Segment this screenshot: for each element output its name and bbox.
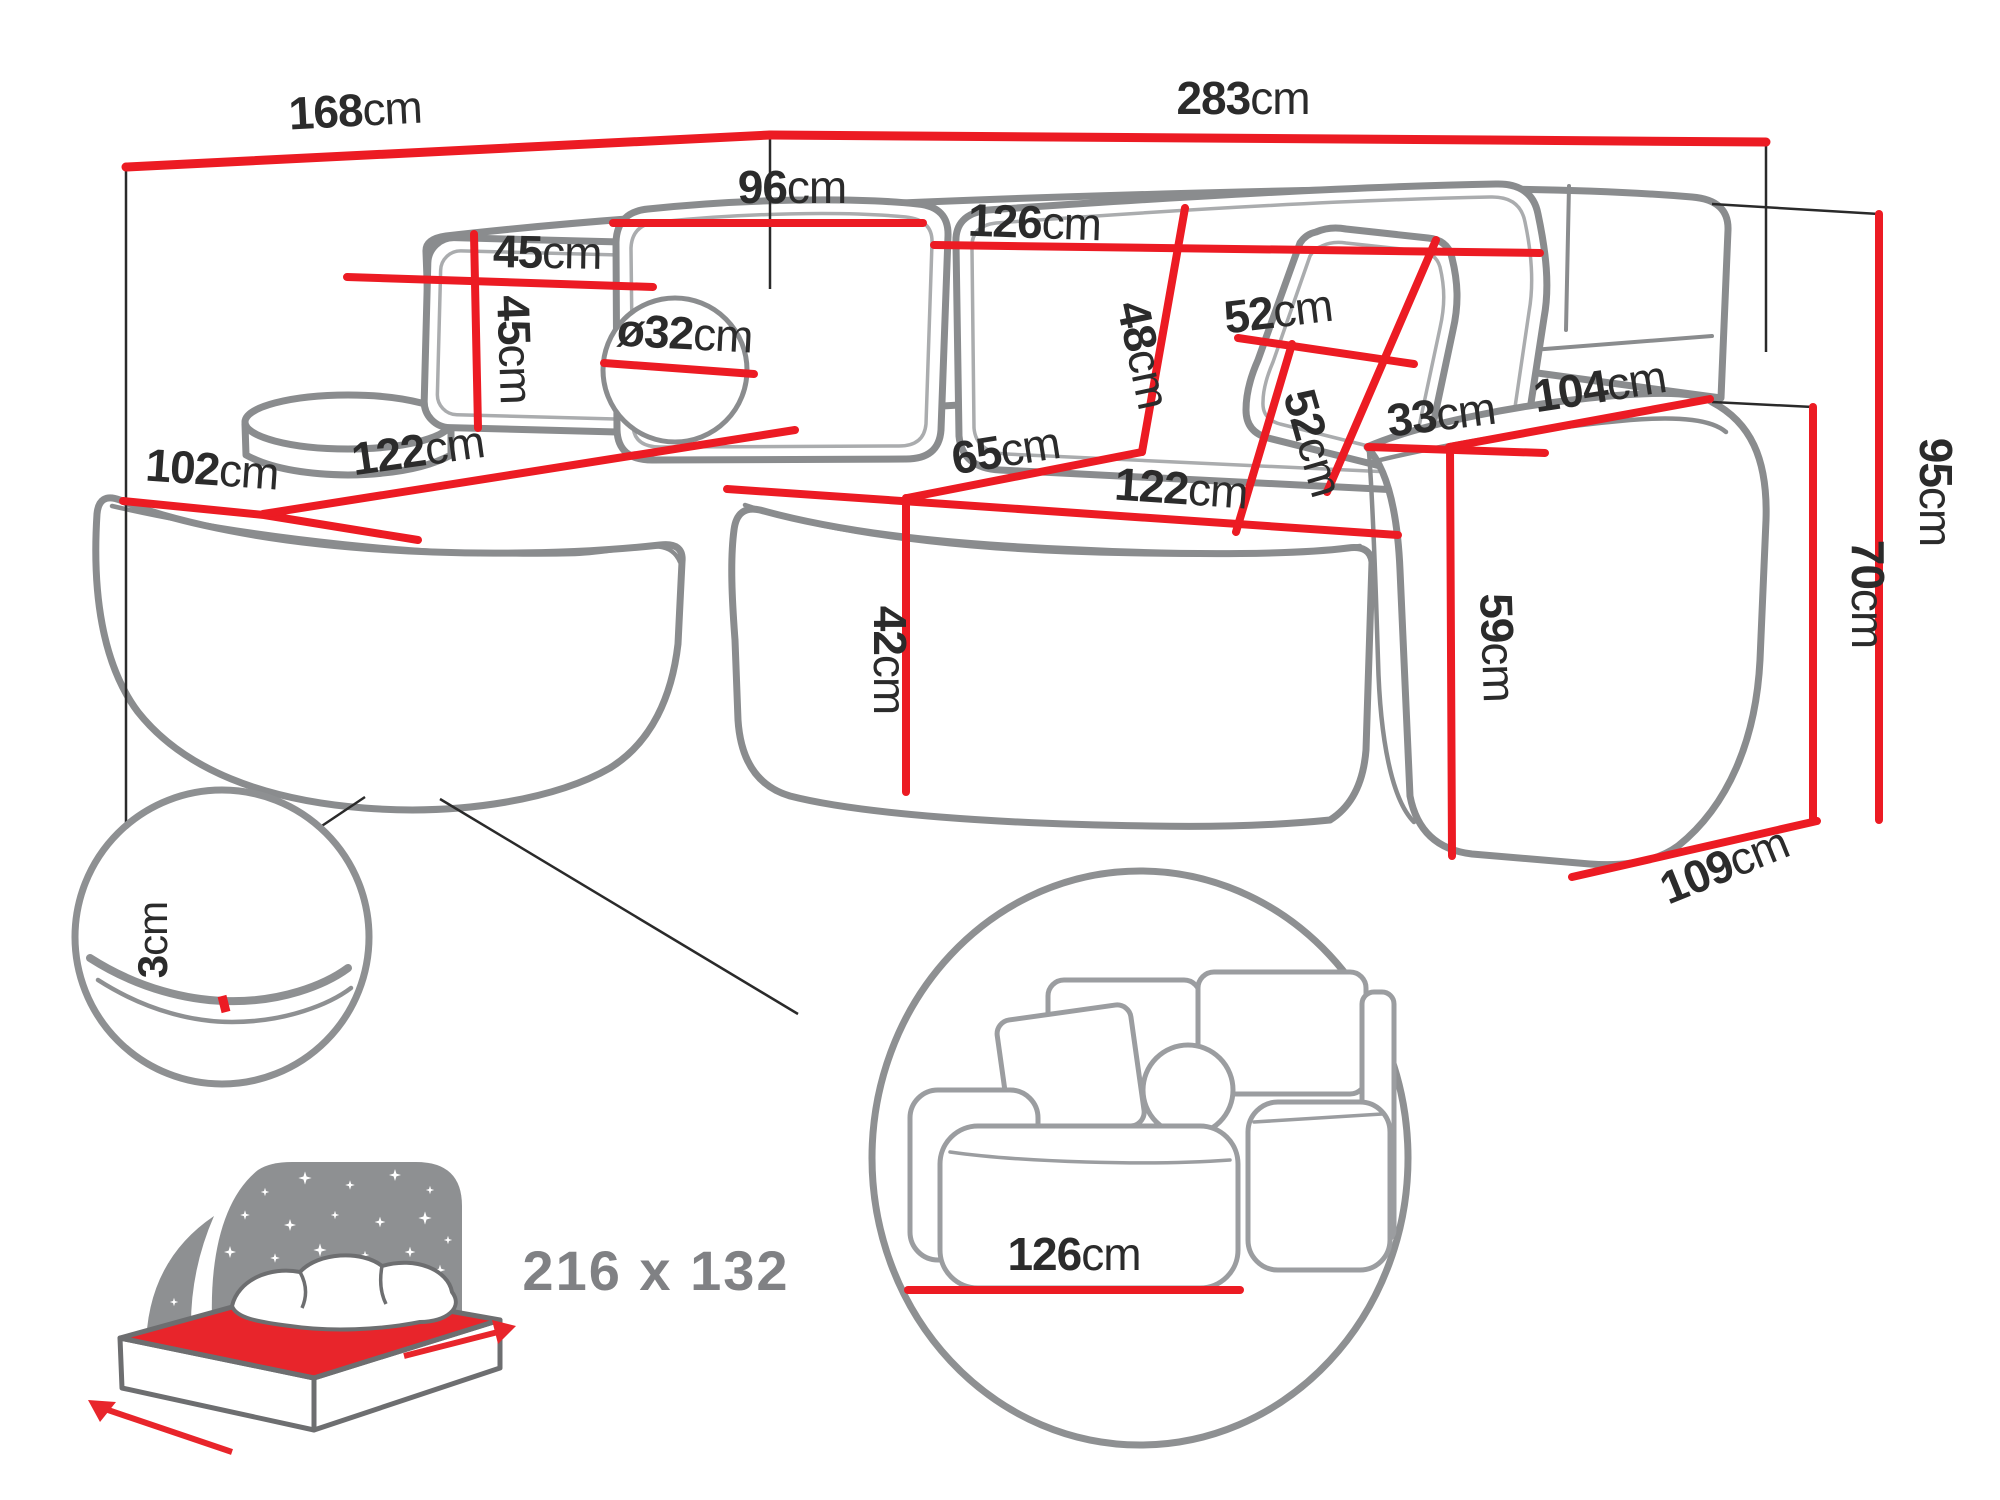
dim-line-109 [1568, 817, 1821, 881]
back-panel-bottom-seam [1530, 334, 1714, 352]
sleeping-function-icon [88, 1162, 516, 1455]
label-48cm: 48cm [1107, 296, 1180, 413]
label-122cm-chaise: 122cm [348, 415, 487, 485]
dim-line-52h [1232, 340, 1296, 536]
label-126cm: 126cm [967, 194, 1102, 251]
night-sky-swoosh [146, 1216, 214, 1350]
label-3cm: 3cm [129, 902, 176, 978]
dim-line-45w [343, 273, 657, 291]
label-o32cm: ø32cm [616, 304, 754, 363]
label-122cm-seat: 122cm [1113, 457, 1249, 518]
label-65cm: 65cm [948, 416, 1063, 484]
dim-line-45h [470, 230, 482, 432]
dim-line-126 [930, 241, 1544, 257]
dim-line-65 [903, 448, 1146, 502]
label-102cm: 102cm [144, 438, 280, 499]
sofa-detail-circle [868, 867, 1412, 1449]
label-59cm: 59cm [1470, 592, 1526, 702]
label-70cm: 70cm [1842, 540, 1894, 649]
label-104cm: 104cm [1530, 350, 1670, 422]
dim-line-104 [1445, 395, 1714, 451]
dim-line-283 [765, 130, 1771, 147]
dimension-lines [119, 130, 1883, 881]
label-33cm: 33cm [1384, 382, 1498, 447]
pouf [241, 391, 455, 479]
dim-line-122-chaise [259, 426, 799, 518]
seat-section [728, 502, 1376, 830]
sofa-drawing [92, 180, 1770, 869]
dimension-labels: 168cm 283cm 96cm 126cm 45cm 45cm ø32cm 1… [129, 72, 1962, 1302]
mini-round-cushion [1140, 1042, 1236, 1138]
label-283cm: 283cm [1176, 72, 1309, 124]
leader-to-sofa-detail [439, 797, 799, 1016]
seam-3cm-tick [217, 994, 231, 1014]
mini-seat [1245, 1099, 1393, 1273]
chaise-section [92, 494, 686, 814]
label-126cm-detail: 126cm [1007, 1228, 1140, 1280]
dim-line-32 [600, 359, 758, 378]
dim-line-168 [121, 130, 775, 172]
dim-line-122-seat [723, 485, 1402, 539]
label-sleeping-area: 216 x 132 [522, 1239, 789, 1302]
seam-detail-circle [71, 786, 373, 1088]
label-168cm: 168cm [287, 81, 423, 140]
dim-line-33 [1364, 443, 1549, 457]
label-95cm: 95cm [1910, 438, 1962, 547]
dim-line-pillow-edge [1323, 236, 1440, 496]
label-45cm-height: 45cm [487, 294, 543, 404]
dim-line-59 [1446, 444, 1456, 860]
label-42cm: 42cm [864, 606, 916, 715]
label-52cm-width: 52cm [1221, 279, 1335, 344]
label-96cm: 96cm [738, 161, 847, 213]
dim-line-48 [1138, 204, 1189, 456]
bed-size-arrows [88, 1320, 516, 1455]
back-panel-seam [1564, 184, 1571, 332]
label-45cm-width: 45cm [493, 225, 602, 279]
armrest [1363, 389, 1770, 869]
